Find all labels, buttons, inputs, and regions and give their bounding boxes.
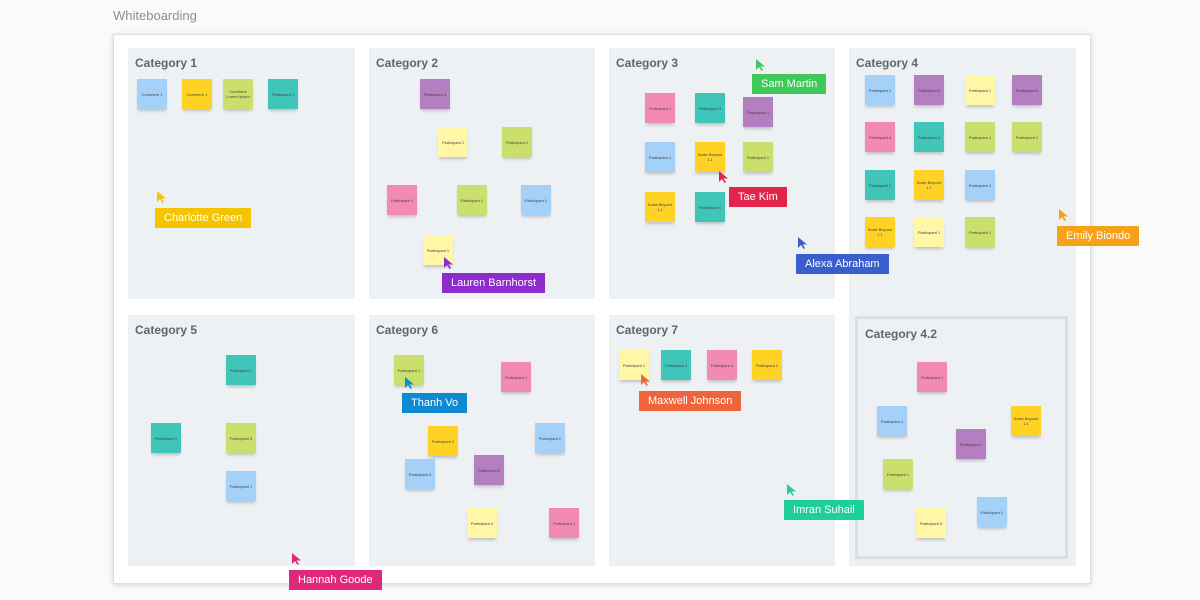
collaborator-name-tag: Tae Kim <box>729 187 787 207</box>
sticky-note[interactable]: Participant 1 <box>428 426 458 456</box>
sticky-note[interactable]: Participant 1 <box>521 185 551 215</box>
sticky-note[interactable]: Participant 5 <box>405 459 435 489</box>
sticky-note[interactable]: Participant 1 <box>268 79 298 109</box>
sticky-note[interactable]: Participant 2 <box>535 423 565 453</box>
sticky-note[interactable]: Participant 4 <box>420 79 450 109</box>
collaborator-name-tag: Thanh Vo <box>402 393 468 413</box>
sticky-note[interactable]: Participant 1 <box>619 350 649 380</box>
cursor-icon <box>798 237 807 249</box>
sticky-note[interactable]: Participant 1 <box>956 429 986 459</box>
collaborator-name-tag: Maxwell Johnson <box>639 391 742 411</box>
page-title: Whiteboarding <box>113 8 197 23</box>
cursor-icon <box>444 257 453 269</box>
category-title: Category 5 <box>135 323 198 337</box>
sticky-note[interactable]: Participant 5 <box>914 75 944 105</box>
sticky-note[interactable]: Comment Lorem Ipsum <box>223 79 253 109</box>
sticky-note[interactable]: Participant 1 <box>438 127 468 157</box>
cursor-icon <box>719 171 728 183</box>
sticky-note[interactable]: Participant 6 <box>474 455 504 485</box>
sticky-note[interactable]: Participant 1 <box>549 508 579 538</box>
sticky-note[interactable]: Participant 1 <box>743 142 773 172</box>
category-panel[interactable]: Category 2 <box>369 48 595 299</box>
sticky-note[interactable]: Scale Beyond 1.1 <box>645 192 675 222</box>
category-title: Category 4 <box>856 56 919 70</box>
sticky-note[interactable]: Participant 2 <box>965 170 995 200</box>
cursor-icon <box>787 484 796 496</box>
sticky-note[interactable]: Participant 1 <box>502 127 532 157</box>
sticky-note[interactable]: Participant 1 <box>1012 122 1042 152</box>
collaborator-name-tag: Sam Martin <box>752 74 827 94</box>
cursor-icon <box>1059 209 1068 221</box>
sticky-note[interactable]: Participant 1 <box>645 142 675 172</box>
sticky-note[interactable]: Participant 1 <box>151 423 181 453</box>
sticky-note[interactable]: Participant 2 <box>226 355 256 385</box>
sticky-note[interactable]: Participant 1 <box>645 93 675 123</box>
sticky-note[interactable]: Participant 3 <box>914 122 944 152</box>
sticky-note[interactable]: Participant 1 <box>965 75 995 105</box>
sticky-note[interactable]: Participant 1 <box>743 97 773 127</box>
sticky-note[interactable]: Participant 1 <box>423 235 453 265</box>
category-title: Category 7 <box>616 323 679 337</box>
sticky-note[interactable]: Participant 1 <box>226 471 256 501</box>
category-title: Category 1 <box>135 56 198 70</box>
category-title: Category 4.2 <box>865 327 938 341</box>
sticky-note[interactable]: Participant 6 <box>1012 75 1042 105</box>
sticky-note[interactable]: Participant 1 <box>387 185 417 215</box>
sticky-note[interactable]: Participant 3 <box>661 350 691 380</box>
sticky-note[interactable]: Participant 1 <box>695 192 725 222</box>
sticky-note[interactable]: Participant 4 <box>467 508 497 538</box>
sticky-note[interactable]: Scale Beyond 1.1 <box>1011 406 1041 436</box>
sticky-note[interactable]: Participant 1 <box>501 362 531 392</box>
cursor-icon <box>641 374 650 386</box>
sticky-note[interactable]: Scale Beyond 1.1 <box>865 217 895 247</box>
sticky-note[interactable]: Participant 4 <box>865 122 895 152</box>
sticky-note[interactable]: Participant 1 <box>394 355 424 385</box>
sticky-note[interactable]: Participant 1 <box>457 185 487 215</box>
sticky-note[interactable]: Participant 1 <box>965 217 995 247</box>
sticky-note[interactable]: Comment 1 <box>137 79 167 109</box>
sticky-note[interactable]: Participant 3 <box>695 93 725 123</box>
collaborator-name-tag: Hannah Goode <box>289 570 382 590</box>
sticky-note[interactable]: Participant 1 <box>965 122 995 152</box>
sticky-note[interactable]: Participant 1 <box>883 459 913 489</box>
category-title: Category 2 <box>376 56 439 70</box>
category-subgroup[interactable]: Category 4.2 <box>855 316 1068 559</box>
sticky-note[interactable]: Scale Beyond 1.1 <box>914 170 944 200</box>
cursor-icon <box>292 553 301 565</box>
category-title: Category 6 <box>376 323 439 337</box>
sticky-note[interactable]: Participant 3 <box>916 508 946 538</box>
collaborator-name-tag: Alexa Abraham <box>796 254 889 274</box>
sticky-note[interactable]: Participant 3 <box>226 423 256 453</box>
sticky-note[interactable]: Participant 2 <box>752 350 782 380</box>
cursor-icon <box>157 191 166 203</box>
sticky-note[interactable]: Participant 1 <box>917 362 947 392</box>
cursor-icon <box>756 59 765 71</box>
sticky-note[interactable]: Participant 1 <box>914 217 944 247</box>
sticky-note[interactable]: Participant 1 <box>877 406 907 436</box>
collaborator-name-tag: Lauren Barnhorst <box>442 273 545 293</box>
collaborator-name-tag: Charlotte Green <box>155 208 252 228</box>
sticky-note[interactable]: Participant 1 <box>977 497 1007 527</box>
cursor-icon <box>405 377 414 389</box>
sticky-note[interactable]: Participant 4 <box>707 350 737 380</box>
collaborator-name-tag: Imran Suhail <box>784 500 864 520</box>
sticky-note[interactable]: Comment 1 <box>182 79 212 109</box>
collaborator-name-tag: Emily Biondo <box>1057 226 1140 246</box>
sticky-note[interactable]: Participant 1 <box>865 170 895 200</box>
sticky-note[interactable]: Scale Beyond 1.1 <box>695 142 725 172</box>
sticky-note[interactable]: Participant 1 <box>865 75 895 105</box>
category-title: Category 3 <box>616 56 679 70</box>
